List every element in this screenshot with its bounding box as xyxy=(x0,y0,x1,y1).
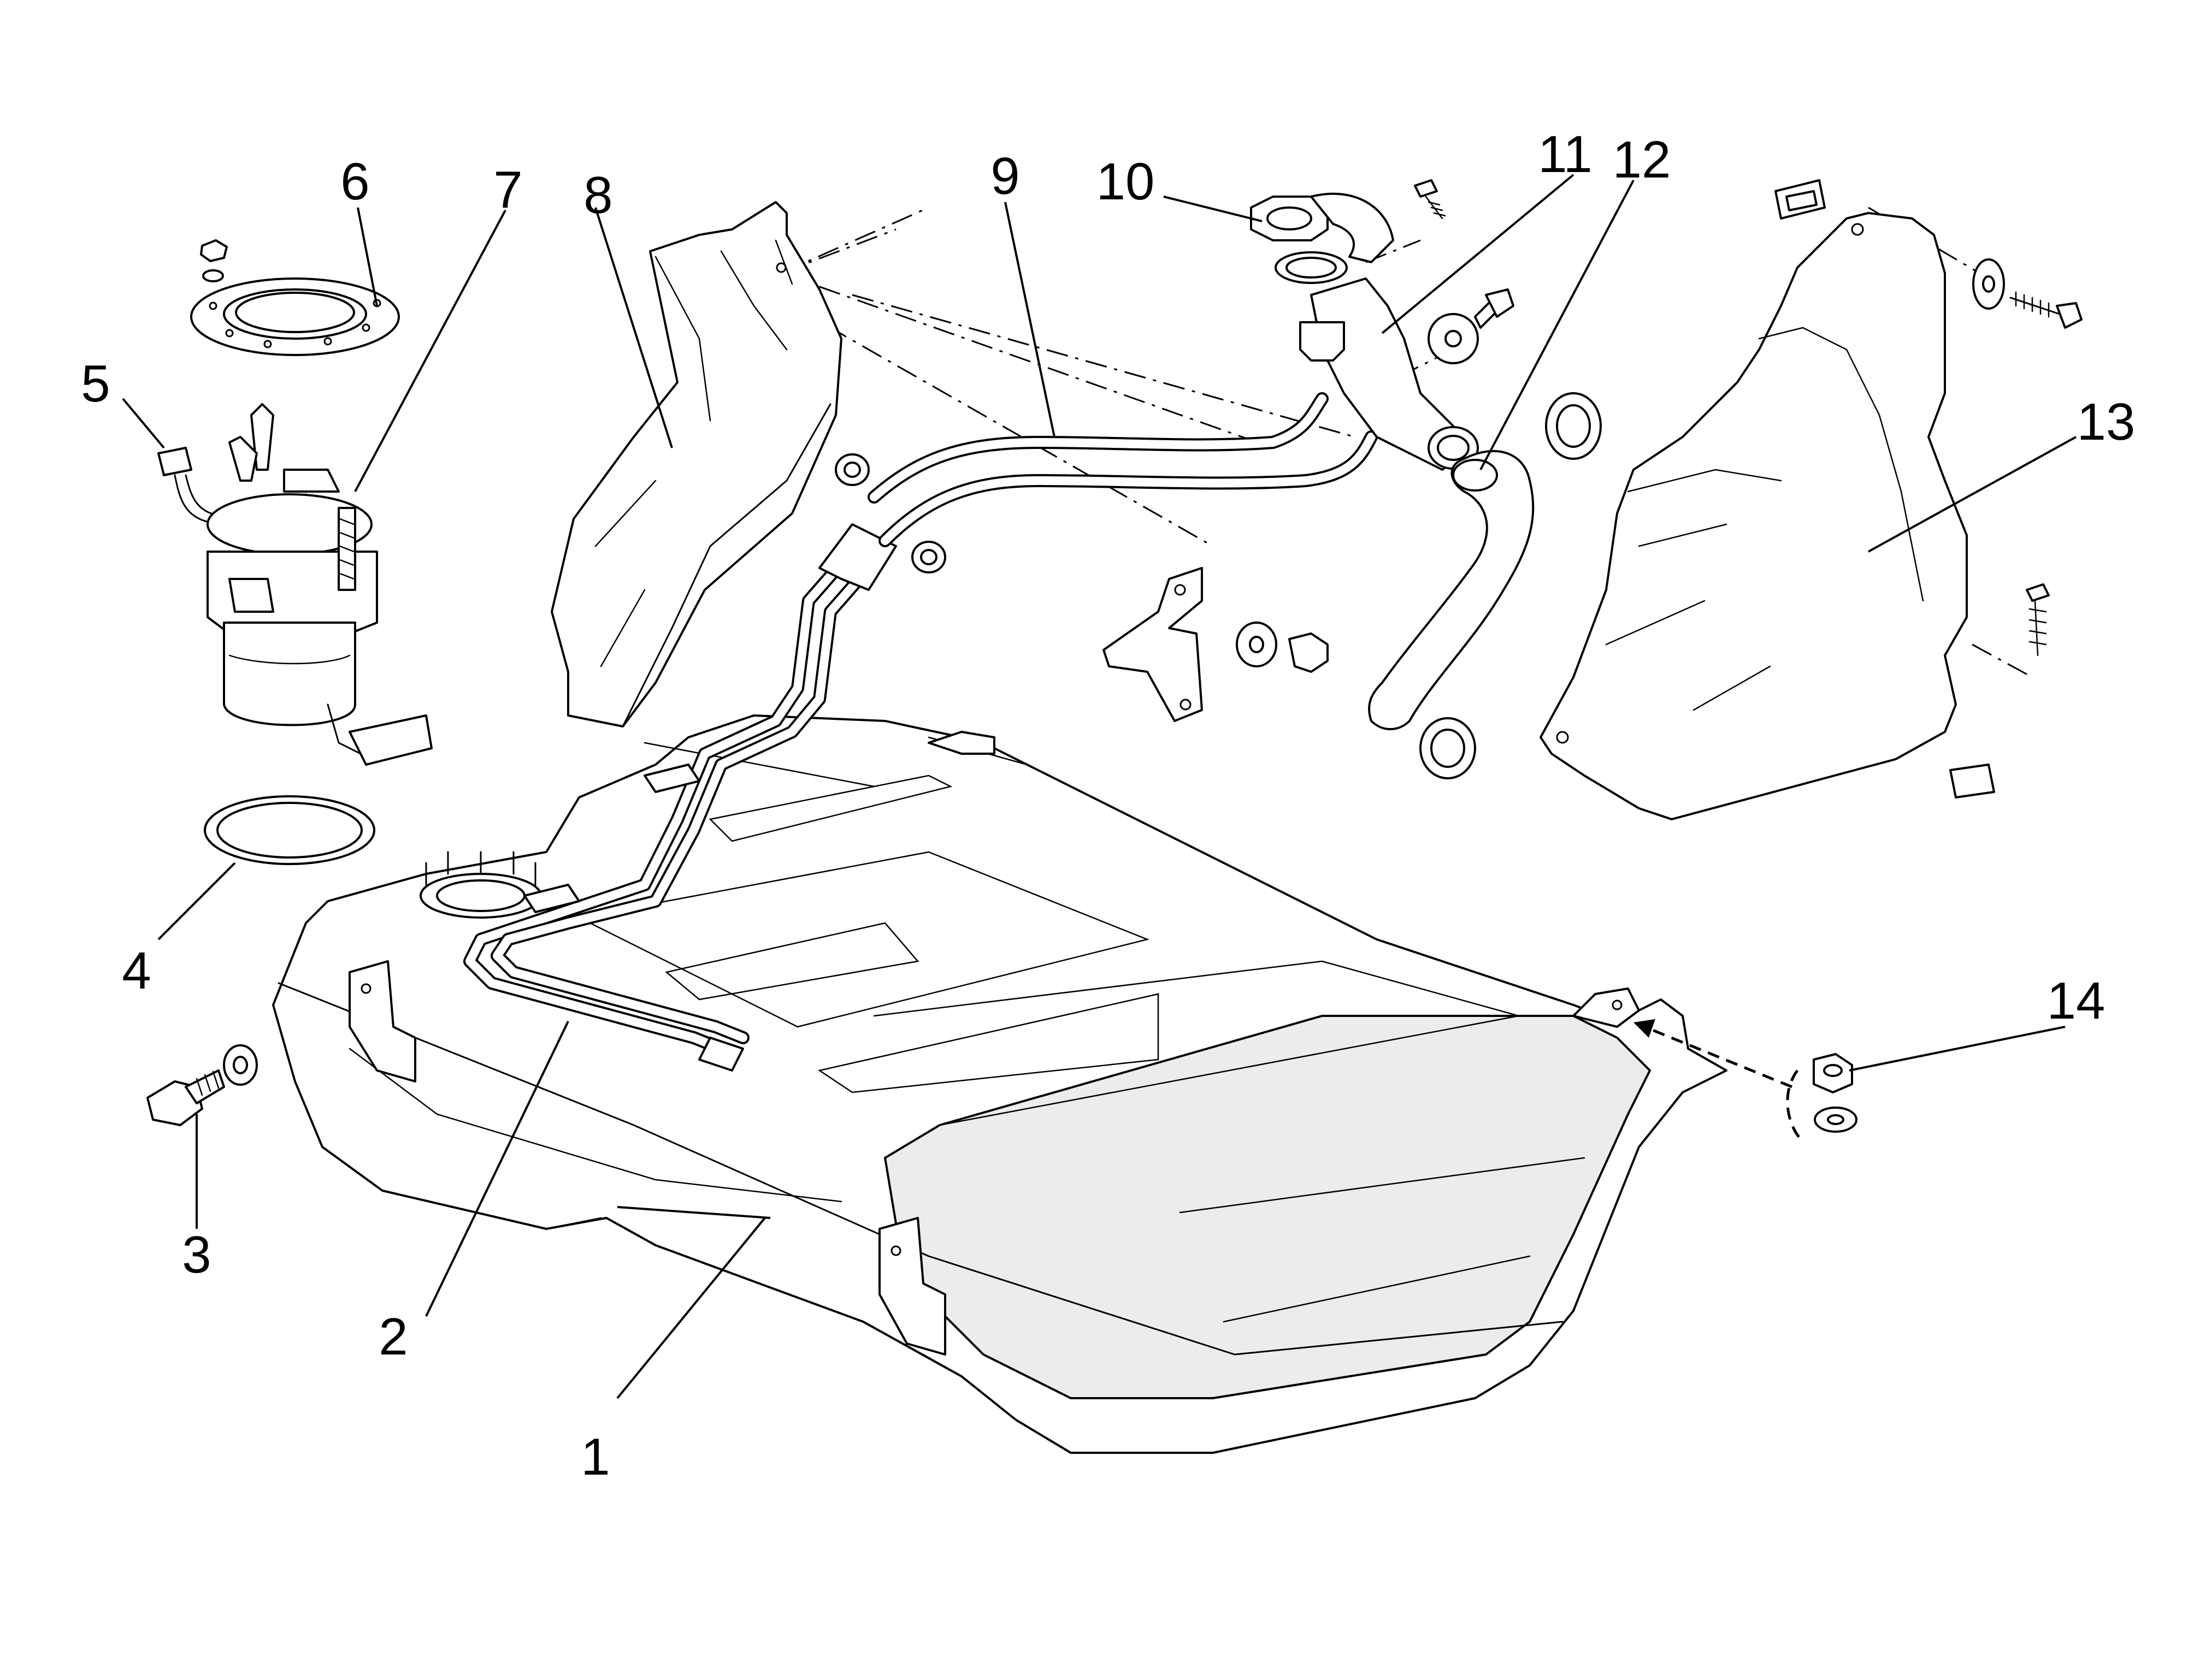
callout-3: 3 xyxy=(182,1226,211,1284)
tank-guard-icon xyxy=(1540,179,2083,820)
bolt-with-washer-icon xyxy=(146,1044,258,1126)
callout-14: 14 xyxy=(2047,972,2105,1030)
callout-labels: 1 2 3 4 5 6 7 8 9 10 11 12 13 14 xyxy=(81,125,2135,1486)
callout-9: 9 xyxy=(990,147,1019,205)
fuel-pump-sender-icon xyxy=(207,403,433,766)
callout-10: 10 xyxy=(1096,152,1155,211)
callout-12: 12 xyxy=(1613,131,1671,189)
callout-7: 7 xyxy=(493,161,522,219)
callout-4: 4 xyxy=(122,942,151,1000)
vent-hoses-icon xyxy=(835,392,1378,573)
nut-and-washer-icon xyxy=(1633,1019,1857,1143)
callout-13: 13 xyxy=(2077,393,2136,451)
filler-cap-icon xyxy=(1250,196,1348,284)
seal-ring-icon xyxy=(204,795,375,865)
callout-11: 11 xyxy=(1538,125,1593,184)
callout-6: 6 xyxy=(340,152,369,211)
locking-ring-icon xyxy=(190,239,400,356)
callout-5: 5 xyxy=(81,354,110,413)
callout-2: 2 xyxy=(379,1308,408,1366)
filler-hose-icon xyxy=(1368,392,1602,779)
mounting-bracket-icon xyxy=(1102,567,1329,722)
fuel-lines-icon xyxy=(463,523,897,1072)
callout-8: 8 xyxy=(583,166,612,224)
filler-neck-icon xyxy=(1299,179,1514,471)
leader-lines xyxy=(122,174,2077,1399)
alignment-lines xyxy=(781,206,2033,678)
callout-1: 1 xyxy=(581,1428,610,1486)
fuel-tank-icon xyxy=(272,714,1727,1454)
heat-shield-icon xyxy=(551,201,842,727)
